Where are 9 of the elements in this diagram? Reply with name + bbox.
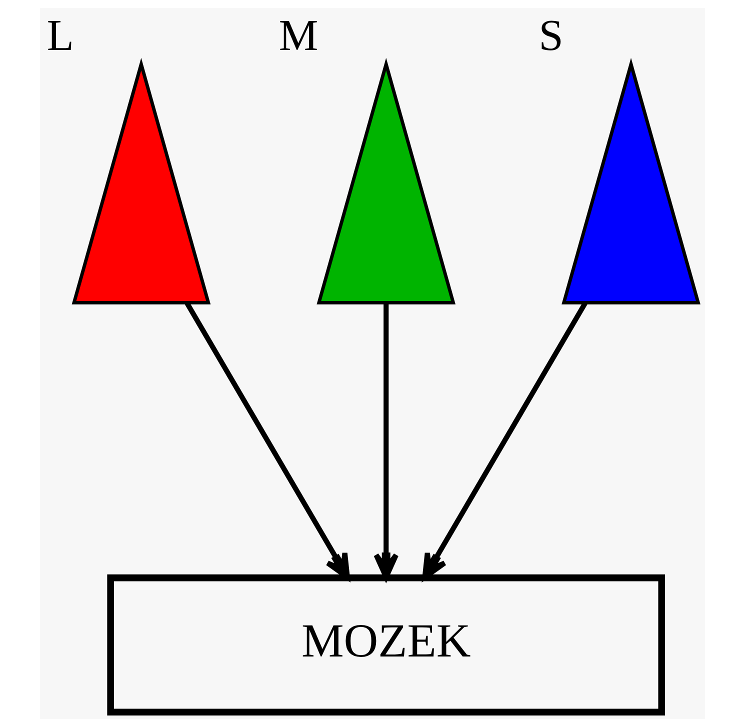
node-label: L [46,11,74,60]
node-triangle [72,58,211,304]
node-triangle [316,58,456,304]
node-label: S [538,11,564,60]
arrow [184,302,350,580]
node-triangle [562,58,700,304]
arrow [422,302,588,580]
node-label: M [278,11,318,60]
node-box: MOZEK [107,574,666,716]
